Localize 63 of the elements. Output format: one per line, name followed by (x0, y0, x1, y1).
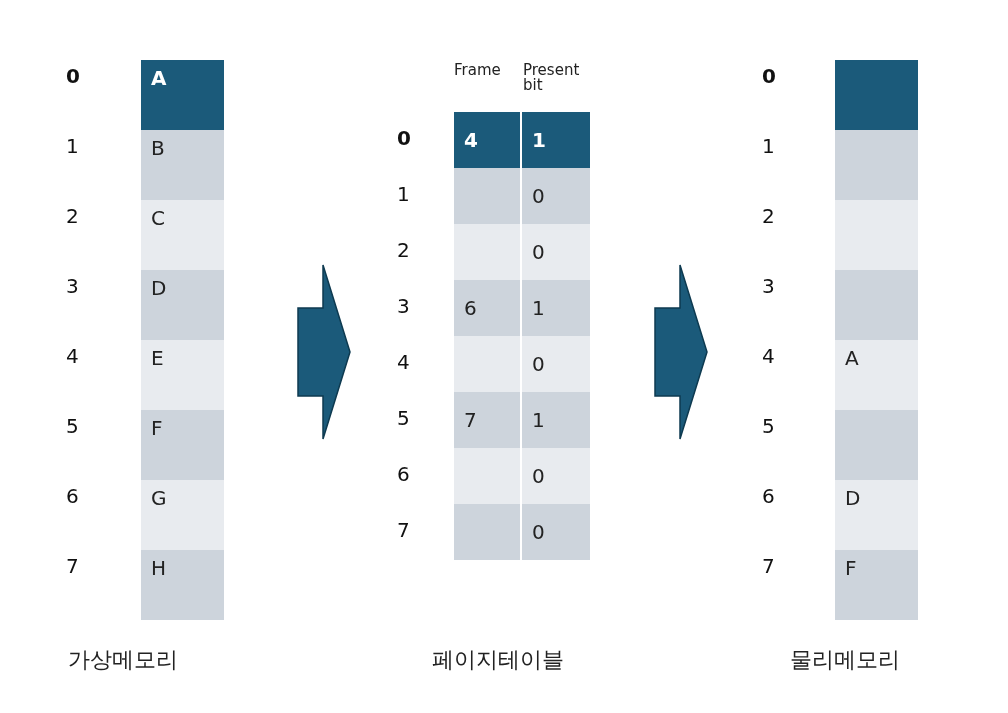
memory-cell: B (141, 130, 224, 200)
empty-cell (454, 224, 520, 280)
empty-cell (454, 336, 520, 392)
empty-cell (454, 448, 520, 504)
empty-cell (454, 504, 520, 560)
row-number: 5 (397, 406, 410, 430)
memory-cell: 0 (522, 168, 590, 224)
empty-cell (835, 60, 918, 130)
row-number: 3 (762, 274, 775, 298)
memory-cell: 0 (522, 224, 590, 280)
memory-cell: 0 (522, 504, 590, 560)
empty-cell (835, 130, 918, 200)
memory-cell: F (141, 410, 224, 480)
memory-cell: G (141, 480, 224, 550)
empty-cell (835, 270, 918, 340)
row-number: 1 (66, 134, 79, 158)
memory-cell: 1 (522, 112, 590, 168)
row-number: 6 (397, 462, 410, 486)
row-number: 1 (397, 182, 410, 206)
row-number: 3 (397, 294, 410, 318)
row-number: 7 (762, 554, 775, 578)
memory-cell: F (835, 550, 918, 620)
memory-cell: 0 (522, 336, 590, 392)
row-number: 0 (762, 64, 776, 88)
memory-cell: 1 (522, 392, 590, 448)
table-caption: 물리메모리 (790, 646, 900, 674)
row-number: 2 (762, 204, 775, 228)
table-caption: 페이지테이블 (432, 646, 564, 674)
memory-cell: 4 (454, 112, 520, 168)
table-caption: 가상메모리 (68, 646, 178, 674)
memory-cell: A (141, 60, 224, 130)
memory-cell: H (141, 550, 224, 620)
row-number: 0 (397, 126, 411, 150)
row-number: 5 (762, 414, 775, 438)
memory-cell: E (141, 340, 224, 410)
row-number: 6 (762, 484, 775, 508)
column-header: Present bit (523, 63, 581, 93)
row-number: 4 (66, 344, 79, 368)
row-number: 0 (66, 64, 80, 88)
row-number: 6 (66, 484, 79, 508)
block-arrow (654, 264, 708, 440)
block-arrow (297, 264, 351, 440)
memory-cell: 1 (522, 280, 590, 336)
row-number: 4 (397, 350, 410, 374)
row-number: 5 (66, 414, 79, 438)
memory-cell: 6 (454, 280, 520, 336)
empty-cell (835, 200, 918, 270)
row-number: 2 (397, 238, 410, 262)
column-header: Frame (454, 63, 502, 78)
memory-cell: D (835, 480, 918, 550)
memory-cell: 7 (454, 392, 520, 448)
row-number: 7 (397, 518, 410, 542)
row-number: 1 (762, 134, 775, 158)
memory-cell: A (835, 340, 918, 410)
memory-cell: 0 (522, 448, 590, 504)
empty-cell (454, 168, 520, 224)
row-number: 7 (66, 554, 79, 578)
empty-cell (835, 410, 918, 480)
memory-cell: D (141, 270, 224, 340)
row-number: 2 (66, 204, 79, 228)
row-number: 3 (66, 274, 79, 298)
memory-cell: C (141, 200, 224, 270)
row-number: 4 (762, 344, 775, 368)
